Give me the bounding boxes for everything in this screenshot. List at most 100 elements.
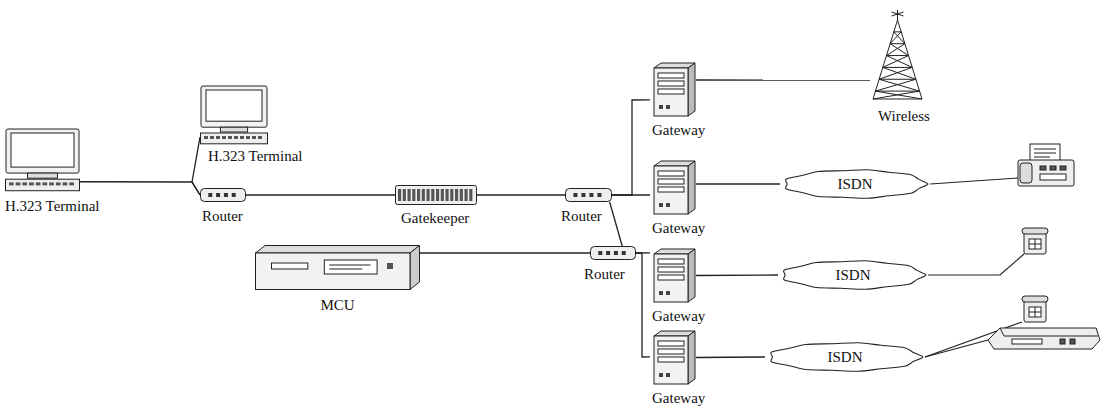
server-side	[688, 161, 695, 214]
wire	[925, 340, 988, 357]
router-port	[581, 193, 585, 197]
keyboard-key	[29, 182, 34, 185]
device-label: Gateway	[652, 390, 705, 407]
connector-line	[420, 252, 590, 253]
server-bay	[658, 275, 684, 280]
mcu-slot	[272, 263, 308, 269]
server-led	[659, 105, 663, 109]
server-led	[659, 373, 663, 377]
cloud-label: ISDN	[827, 349, 862, 366]
router-node: Router	[565, 188, 612, 202]
server-led	[666, 291, 670, 295]
device-label: Gateway	[652, 220, 705, 237]
connector-line	[636, 253, 650, 357]
gatekeeper-port	[441, 189, 444, 201]
server-bay	[658, 171, 684, 176]
fax-handset	[1020, 163, 1032, 183]
cloud-label: ISDN	[835, 267, 870, 284]
mcu-button	[387, 263, 393, 269]
mcu-icon	[255, 245, 420, 290]
gatekeeper-port	[403, 189, 406, 201]
monitor-stand	[28, 173, 58, 178]
server-side	[688, 63, 695, 116]
gatekeeper-port	[465, 189, 468, 201]
keyboard-key	[234, 136, 238, 139]
device-label: MCU	[320, 297, 354, 314]
device-label: Gatekeeper	[401, 210, 469, 227]
cloud-label: ISDN	[837, 176, 872, 193]
phone-handset	[1022, 296, 1048, 302]
fax-key	[1040, 166, 1046, 170]
fax-paper	[1030, 144, 1060, 162]
isdn-terminal-device	[988, 328, 1100, 349]
monitor-case	[6, 129, 79, 173]
router-port	[597, 193, 601, 197]
monitor-stand	[220, 127, 247, 132]
device-label: Router	[561, 208, 602, 225]
gatekeeper-case	[396, 186, 477, 205]
keyboard-key	[240, 136, 244, 139]
server-led	[666, 203, 670, 207]
phone-handset	[1022, 228, 1048, 234]
terminal-node: H.323 Terminal	[5, 128, 80, 192]
server-bay	[658, 349, 684, 354]
router-port	[614, 251, 618, 255]
keyboard-key	[36, 182, 41, 185]
server-front	[654, 68, 688, 116]
keyboard-key	[16, 182, 21, 185]
server-led	[666, 105, 670, 109]
monitor-screen	[11, 133, 74, 167]
telephone	[1022, 228, 1048, 254]
router-case	[591, 247, 636, 260]
keyboard-key	[204, 136, 208, 139]
isdn-cloud: ISDN	[778, 259, 928, 291]
mcu-node: MCU	[255, 245, 420, 290]
gatekeeper-node: Gatekeeper	[395, 185, 477, 205]
fax-slot	[1040, 174, 1066, 180]
router-node: Router	[590, 246, 636, 260]
phone-keypad	[1029, 239, 1041, 249]
router-port	[598, 251, 602, 255]
gatekeeper-port	[460, 189, 463, 201]
device-label: Router	[202, 208, 243, 225]
terminal-node: H.323 Terminal	[200, 85, 268, 145]
gateway-node: Gateway	[650, 160, 696, 215]
server-icon	[650, 248, 696, 303]
server-bay	[658, 89, 684, 94]
keyboard-key	[228, 136, 232, 139]
keyboard	[201, 133, 268, 144]
phone-keys	[1029, 239, 1041, 249]
keyboard-key	[9, 182, 14, 185]
gatekeeper-icon	[395, 185, 477, 205]
cloud-outline	[771, 343, 923, 372]
server-icon	[650, 330, 696, 385]
device-label: H.323 Terminal	[5, 198, 100, 215]
wire	[930, 178, 1018, 184]
monitor-screen	[206, 90, 262, 121]
connector-line	[696, 79, 870, 81]
phone-body	[1024, 232, 1046, 254]
fax-key	[1060, 166, 1066, 170]
server-bay	[658, 267, 684, 272]
tower-antenna	[892, 10, 904, 20]
gateway-node: Gateway	[650, 248, 696, 303]
isdn-cloud: ISDN	[780, 168, 930, 200]
fax-key	[1050, 166, 1056, 170]
server-front	[654, 166, 688, 214]
router-node: Router	[200, 188, 246, 202]
connector-line	[80, 182, 200, 195]
mcu-panel-lines	[329, 265, 370, 269]
router-port	[622, 251, 626, 255]
phone-keypad	[1029, 307, 1041, 317]
gatekeeper-port	[427, 189, 430, 201]
cloud-outline	[784, 261, 926, 290]
server-bay	[658, 81, 684, 86]
server-front	[654, 336, 688, 384]
mcu-panel	[324, 260, 377, 274]
server-side	[688, 331, 695, 384]
connector-line	[612, 100, 650, 195]
gatekeeper-port	[431, 189, 434, 201]
server-bay	[658, 73, 684, 78]
